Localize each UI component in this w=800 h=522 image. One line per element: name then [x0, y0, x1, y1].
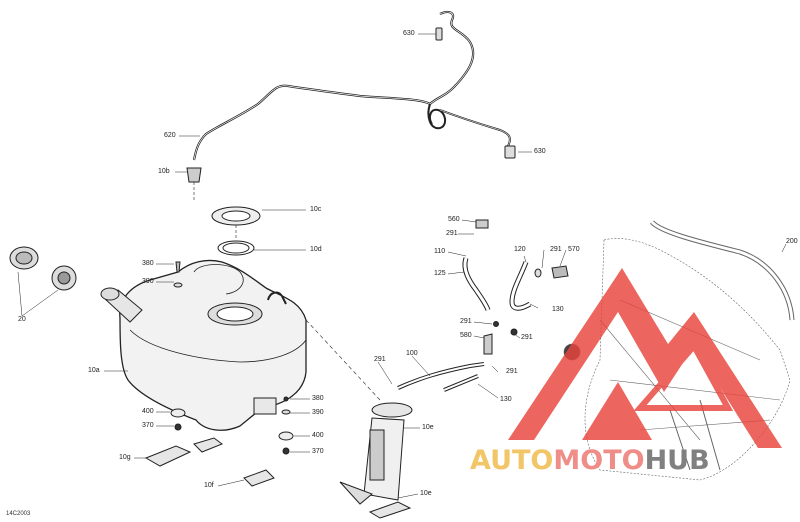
callout-630-top: 630	[403, 30, 415, 37]
callout-10c: 10c	[310, 206, 322, 213]
callout-110: 110	[434, 248, 446, 255]
callout-291-e: 291	[374, 356, 386, 363]
hose-100	[397, 362, 485, 390]
callout-390-left: 390	[142, 278, 154, 285]
callout-120: 120	[514, 246, 526, 253]
callout-291-a: 291	[446, 230, 458, 237]
clamp-291	[534, 268, 542, 278]
callout-291-b: 291	[550, 246, 562, 253]
callout-291-d: 291	[521, 334, 533, 341]
callout-130-a: 130	[552, 306, 564, 313]
nut-370-right	[282, 447, 290, 455]
pad-10f-2	[243, 469, 275, 487]
grommet-400-left	[170, 408, 186, 418]
screw-380-left	[175, 261, 181, 273]
callout-10f: 10f	[204, 482, 214, 489]
callout-10d: 10d	[310, 246, 322, 253]
watermark-text: AUTOMOTOHUB	[470, 445, 710, 476]
pad-10g	[144, 445, 192, 467]
fuel-tank-10a	[119, 259, 307, 431]
callout-10a: 10a	[88, 367, 100, 374]
callout-200: 200	[786, 238, 798, 245]
drawing-code: 14C2003	[6, 511, 31, 517]
callout-10b: 10b	[158, 168, 170, 175]
callout-580: 580	[460, 332, 472, 339]
washer-390-left	[173, 282, 183, 288]
callout-370-left: 370	[142, 422, 154, 429]
callout-10g: 10g	[119, 454, 131, 461]
washer-390-right	[281, 409, 291, 415]
callout-370-right: 370	[312, 448, 324, 455]
callout-400-left: 400	[142, 408, 154, 415]
callout-291-f: 291	[506, 368, 518, 375]
connector-580	[483, 333, 493, 355]
connector-560	[475, 219, 489, 229]
callout-380-right: 380	[312, 395, 324, 402]
callout-125: 125	[434, 270, 446, 277]
pad-10f-1	[193, 437, 224, 453]
gasket-10d	[217, 240, 255, 256]
callout-100: 100	[406, 350, 418, 357]
screw-380-right	[283, 396, 289, 402]
callout-130-b: 130	[500, 396, 512, 403]
fitting-630-bottom	[504, 145, 516, 159]
callout-560: 560	[448, 216, 460, 223]
callout-630-bottom: 630	[534, 148, 546, 155]
pump-strainer	[368, 501, 412, 519]
watermark-logo	[508, 268, 782, 448]
callout-390-right: 390	[312, 409, 324, 416]
fitting-570	[551, 265, 569, 279]
grommet-400-right	[278, 431, 294, 441]
callout-570: 570	[568, 246, 580, 253]
callout-620: 620	[164, 132, 176, 139]
callout-10e-strainer: 10e	[420, 490, 432, 497]
callout-291-c: 291	[460, 318, 472, 325]
callout-20: 20	[18, 316, 26, 323]
fitting-630-top	[435, 27, 443, 41]
callout-10e: 10e	[422, 424, 434, 431]
callout-400-right: 400	[312, 432, 324, 439]
mounting-bracket	[253, 397, 277, 415]
valve-10b	[186, 167, 202, 183]
callout-380-left: 380	[142, 260, 154, 267]
nut-370-left	[174, 423, 182, 431]
pump-flange	[371, 402, 413, 418]
